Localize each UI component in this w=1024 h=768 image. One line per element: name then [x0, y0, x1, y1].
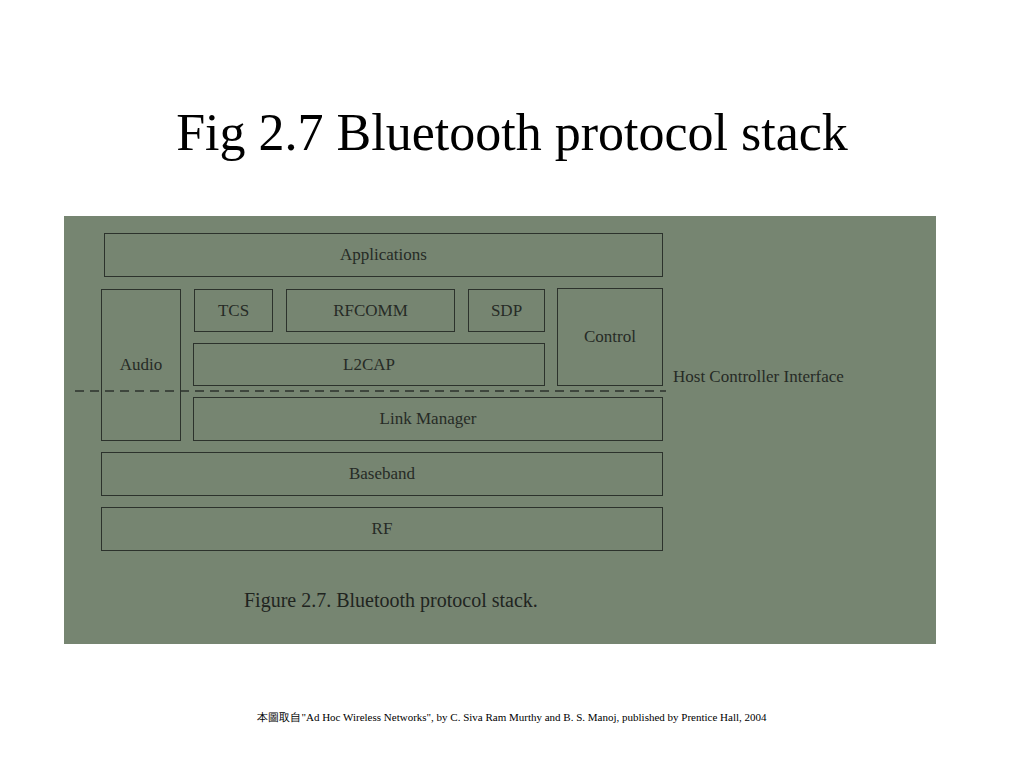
- protocol-layer-box: Baseband: [101, 452, 663, 496]
- hci-dashed-line: [75, 390, 666, 392]
- layer-label: Audio: [120, 355, 163, 375]
- layer-label: L2CAP: [343, 355, 395, 375]
- protocol-layer-box: Audio: [101, 289, 181, 441]
- protocol-layer-box: L2CAP: [193, 343, 545, 386]
- layer-label: RF: [372, 519, 393, 539]
- layer-label: Link Manager: [380, 409, 477, 429]
- protocol-layer-box: RFCOMM: [286, 289, 455, 332]
- layer-label: Control: [584, 327, 636, 347]
- layer-label: RFCOMM: [333, 301, 408, 321]
- interface-label: Host Controller Interface: [673, 367, 844, 387]
- slide-title: Fig 2.7 Bluetooth protocol stack: [0, 102, 1024, 164]
- source-note: 本圖取自"Ad Hoc Wireless Networks", by C. Si…: [0, 711, 1024, 724]
- protocol-layer-box: TCS: [194, 289, 273, 332]
- protocol-layer-box: SDP: [468, 289, 545, 332]
- layer-label: Applications: [340, 245, 427, 265]
- layer-label: Baseband: [349, 464, 415, 484]
- photo-background: [64, 216, 936, 644]
- layer-label: SDP: [491, 301, 522, 321]
- protocol-layer-box: Control: [557, 288, 663, 386]
- protocol-layer-box: RF: [101, 507, 663, 551]
- protocol-layer-box: Applications: [104, 233, 663, 277]
- layer-label: TCS: [218, 301, 249, 321]
- figure-caption: Figure 2.7. Bluetooth protocol stack.: [244, 587, 538, 613]
- protocol-layer-box: Link Manager: [193, 397, 663, 441]
